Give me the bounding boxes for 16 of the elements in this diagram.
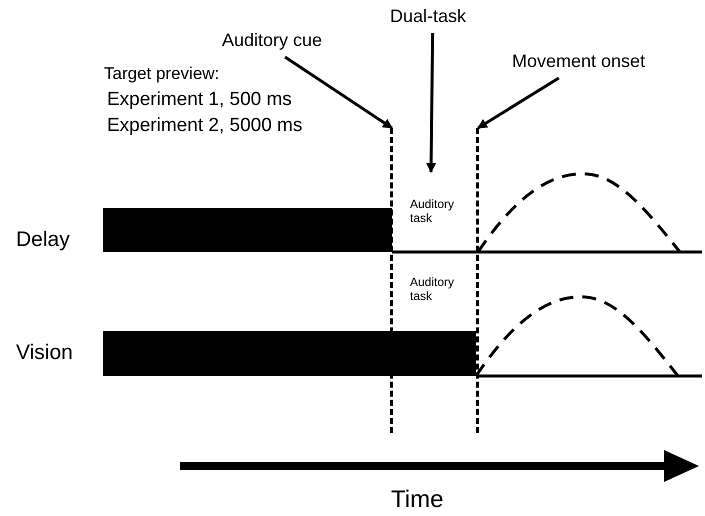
annotation-label: Movement onset [512,51,654,75]
annotation-label: Auditory cue [222,30,348,54]
leader-arrow [477,76,560,130]
phase-label: Auditory task [410,198,456,226]
dashed-marker-line [476,128,480,433]
axis-label: Time [391,486,444,514]
annotation-label: Dual-task [390,6,472,30]
note-text: Experiment 1, 500 ms [107,89,292,111]
dashed-marker-line [390,128,394,433]
note-text: Target preview: [104,64,220,84]
row-label: Vision [16,341,73,366]
leader-arrow [426,32,436,173]
phase-label: Auditory task [410,276,456,304]
note-text: Experiment 2, 5000 ms [107,115,302,137]
leader-arrow [284,56,393,130]
row-label: Delay [16,228,70,252]
